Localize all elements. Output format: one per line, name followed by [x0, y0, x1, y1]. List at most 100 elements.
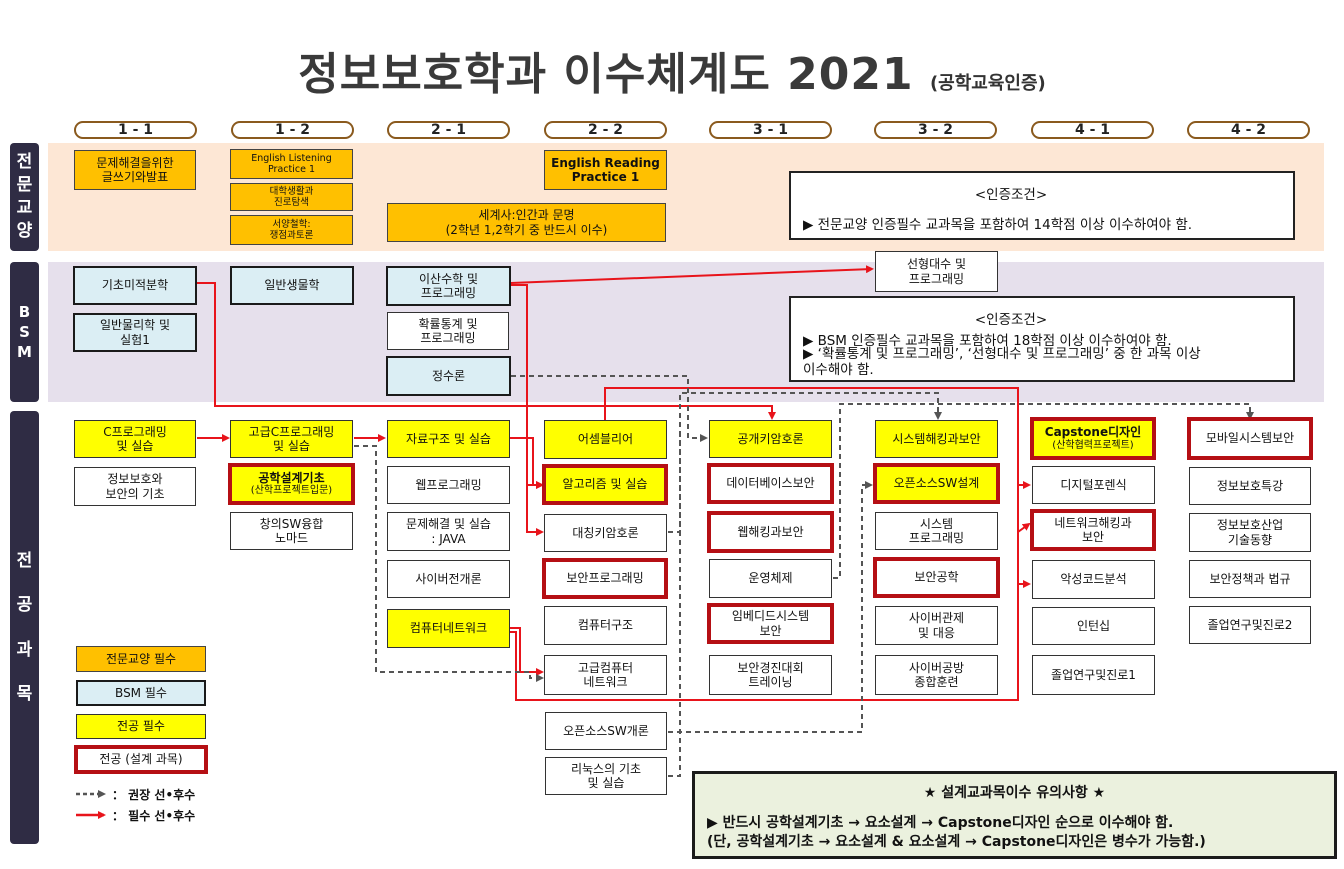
legend-recommended-label: ： 권장 선•후수 — [112, 788, 196, 802]
legend-general: 전문교양 필수 — [76, 646, 206, 672]
course-opensource-intro[interactable]: 오픈소스SW개론 — [545, 712, 667, 750]
course-security-policy[interactable]: 보안정책과 법규 — [1189, 560, 1311, 598]
section-bsm-label: B S M — [10, 262, 39, 402]
course-world-history[interactable]: 세계사:인간과 문명 (2학년 1,2학기 중 반드시 이수) — [387, 203, 666, 242]
course-network-hacking[interactable]: 네트워크해킹과 보안 — [1030, 509, 1156, 551]
course-operating-system[interactable]: 운영체제 — [709, 559, 832, 598]
arrow-discrete-to-algorithm — [511, 284, 544, 489]
section-char: 문 — [16, 175, 33, 196]
semester-1-1: 1 - 1 — [74, 121, 197, 139]
section-char: 양 — [16, 220, 33, 241]
course-java[interactable]: 문제해결 및 실습 : JAVA — [387, 512, 510, 551]
semester-4-1: 4 - 1 — [1031, 121, 1154, 139]
course-english-reading[interactable]: English Reading Practice 1 — [544, 150, 667, 190]
course-assembly[interactable]: 어셈블리어 — [544, 420, 667, 459]
semester-3-2: 3 - 2 — [874, 121, 997, 139]
course-title: Capstone디자인 — [1044, 425, 1142, 440]
course-internship[interactable]: 인턴십 — [1032, 607, 1155, 645]
section-char: S — [19, 322, 30, 341]
course-linux[interactable]: 리눅스의 기초 및 실습 — [545, 757, 667, 795]
course-subtitle: (산학협력프로젝트) — [1052, 439, 1134, 451]
course-public-key-crypto[interactable]: 공개키암호론 — [709, 420, 832, 458]
title-subtitle: (공학교육인증) — [929, 73, 1046, 94]
course-linear-algebra[interactable]: 선형대수 및 프로그래밍 — [875, 251, 998, 292]
course-graduation-research-1[interactable]: 졸업연구및진로1 — [1032, 655, 1155, 695]
course-web-hacking[interactable]: 웹해킹과보안 — [707, 511, 834, 553]
semester-2-2: 2 - 2 — [544, 121, 667, 139]
arrow-secprog-to-network-hacking — [1017, 485, 1031, 588]
course-advanced-c[interactable]: 고급C프로그래밍 및 실습 — [230, 420, 353, 458]
bsm-condition-box: <인증조건> ▶ BSM 인증필수 교과목을 포함하여 18학점 이상 이수하여… — [789, 296, 1295, 382]
course-western-philosophy[interactable]: 서양철학: 쟁점과토론 — [230, 215, 353, 245]
condition-line: ▶ ‘확률통계 및 프로그래밍’, ‘선형대수 및 프로그래밍’ 중 한 과목 … — [803, 346, 1201, 379]
legend-required-label: ： 필수 선•후수 — [112, 809, 196, 823]
course-embedded-security[interactable]: 임베디드시스템 보안 — [707, 603, 834, 644]
course-data-structure[interactable]: 자료구조 및 실습 — [387, 420, 510, 458]
course-system-hacking[interactable]: 시스템해킹과보안 — [875, 420, 998, 458]
course-database-security[interactable]: 데이터베이스보안 — [707, 463, 834, 504]
arrow-network-to-advanced — [510, 627, 544, 676]
dash-linux-to-os — [668, 430, 681, 777]
dash-opensrc-to-opensrc — [668, 481, 873, 733]
course-calculus[interactable]: 기초미적분학 — [73, 266, 197, 305]
course-mobile-security[interactable]: 모바일시스템보안 — [1187, 417, 1313, 460]
course-title: 공학설계기초 — [258, 470, 325, 485]
course-system-programming[interactable]: 시스템 프로그래밍 — [875, 512, 998, 550]
course-computer-architecture[interactable]: 컴퓨터구조 — [544, 606, 667, 645]
semester-3-1: 3 - 1 — [709, 121, 832, 139]
condition-line: ▶ BSM 인증필수 교과목을 포함하여 18학점 이상 이수하여야 함. — [803, 333, 1172, 349]
course-security-special[interactable]: 정보보호특강 — [1189, 467, 1311, 505]
arrow-datastructure-to-algorithm — [510, 437, 544, 489]
course-malware-analysis[interactable]: 악성코드분석 — [1032, 560, 1155, 599]
course-cyber-exercise[interactable]: 사이버공방 종합훈련 — [875, 655, 998, 695]
semester-1-2: 1 - 2 — [231, 121, 354, 139]
course-advanced-network[interactable]: 고급컴퓨터 네트워크 — [544, 655, 667, 695]
section-char: 전 — [16, 551, 33, 572]
section-char: 목 — [16, 683, 33, 704]
course-symmetric-crypto[interactable]: 대칭키암호론 — [544, 514, 667, 552]
course-graduation-research-2[interactable]: 졸업연구및진로2 — [1189, 606, 1311, 644]
course-digital-forensics[interactable]: 디지털포렌식 — [1032, 466, 1155, 504]
section-char: 교 — [16, 198, 33, 218]
course-computer-network[interactable]: 컴퓨터네트워크 — [387, 609, 510, 648]
section-general-label: 전 문 교 양 — [10, 143, 39, 251]
legend-bsm: BSM 필수 — [76, 680, 206, 706]
course-number-theory[interactable]: 정수론 — [386, 356, 511, 396]
course-web-programming[interactable]: 웹프로그래밍 — [387, 466, 510, 504]
course-physics[interactable]: 일반물리학 및 실험1 — [73, 313, 197, 352]
course-opensource-design[interactable]: 오픈소스SW설계 — [873, 463, 1000, 504]
course-industry-trends[interactable]: 정보보호산업 기술동향 — [1189, 513, 1311, 552]
course-security-engineering[interactable]: 보안공학 — [873, 557, 1000, 598]
title-text: 정보보호학과 이수체계도 2021 — [298, 49, 914, 100]
course-probability[interactable]: 확률통계 및 프로그래밍 — [387, 312, 509, 350]
course-security-contest[interactable]: 보안경진대회 트레이닝 — [709, 655, 832, 695]
course-discrete-math[interactable]: 이산수학 및 프로그래밍 — [386, 266, 511, 306]
course-college-life[interactable]: 대학생활과 진로탐색 — [230, 183, 353, 211]
condition-line: ▶ 전문교양 인증필수 교과목을 포함하여 14학점 이상 이수하여야 함. — [803, 217, 1193, 233]
course-cyber-war[interactable]: 사이버전개론 — [387, 560, 510, 598]
section-major-label: 전 공 과 목 — [10, 411, 39, 844]
course-engineering-design[interactable]: 공학설계기초 (산학프로젝트입문) — [228, 463, 355, 505]
course-writing-presentation[interactable]: 문제해결을위한 글쓰기와발표 — [74, 150, 196, 190]
course-c-programming[interactable]: C프로그래밍 및 실습 — [74, 420, 196, 458]
course-cyber-monitoring[interactable]: 사이버관제 및 대응 — [875, 606, 998, 645]
course-english-listening[interactable]: English Listening Practice 1 — [230, 149, 353, 179]
section-char: M — [17, 343, 32, 362]
course-algorithm[interactable]: 알고리즘 및 실습 — [542, 464, 668, 505]
design-course-note: ★ 설계교과목이수 유의사항 ★ ▶ 반드시 공학설계기초 → 요소설계 → C… — [692, 771, 1337, 859]
arrow-discrete-to-linear — [510, 265, 874, 284]
course-subtitle: (산학프로젝트입문) — [250, 485, 333, 497]
course-security-basics[interactable]: 정보보호와 보안의 기초 — [74, 467, 196, 506]
course-creative-sw[interactable]: 창의SW융합 노마드 — [230, 512, 353, 550]
course-biology[interactable]: 일반생물학 — [230, 266, 354, 305]
course-secure-programming[interactable]: 보안프로그래밍 — [542, 558, 668, 599]
note-lines: ▶ 반드시 공학설계기초 → 요소설계 → Capstone디자인 순으로 이수… — [707, 815, 1206, 850]
section-char: 전 — [16, 152, 33, 173]
course-capstone[interactable]: Capstone디자인 (산학협력프로젝트) — [1030, 417, 1156, 460]
arrow-assembly-to-secprog — [604, 387, 1031, 489]
dash-os-to-mobile — [833, 403, 1254, 579]
page-title: 정보보호학과 이수체계도 2021 (공학교육인증) — [0, 38, 1344, 102]
arrow-calculus-to-publickey — [197, 282, 776, 420]
dash-number-theory — [511, 375, 708, 442]
